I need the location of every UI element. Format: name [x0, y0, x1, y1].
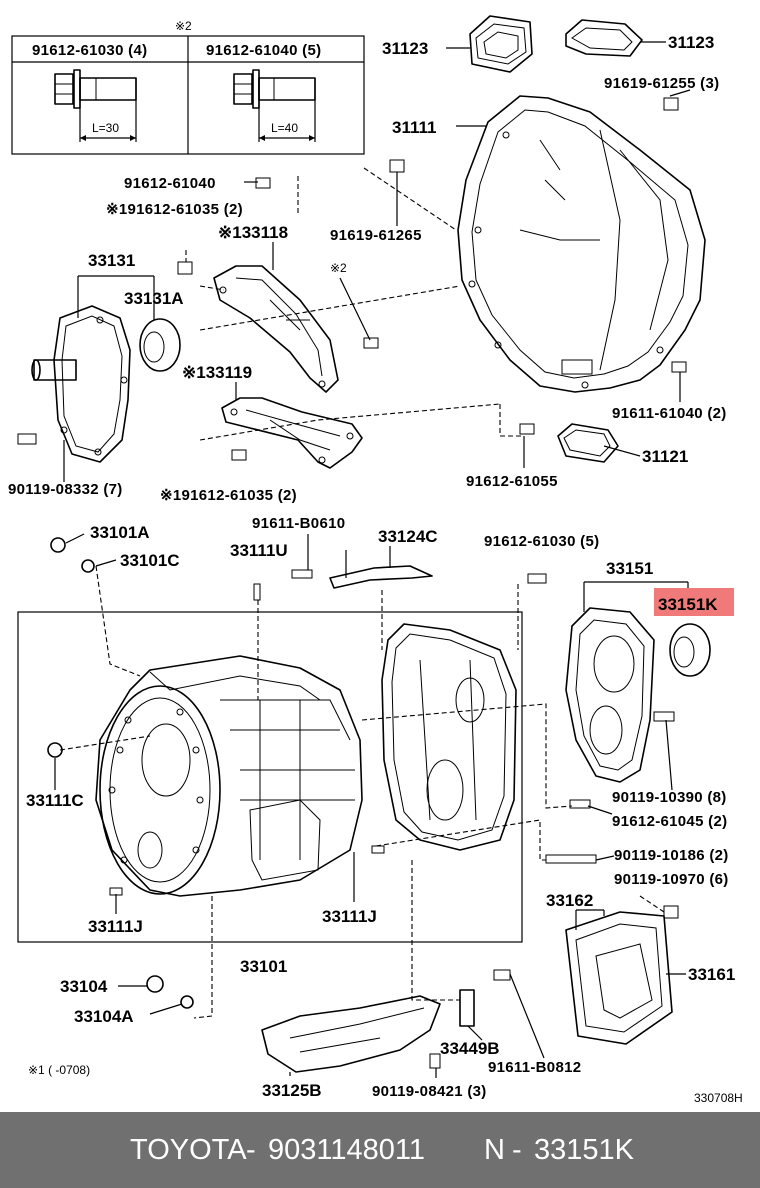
bolt-40-icon — [233, 69, 316, 142]
label-bolt-a: 91612-61030 (4) — [32, 42, 147, 59]
rear-cover-33151 — [565, 607, 655, 783]
label-diagram-code: 330708H — [694, 1091, 743, 1105]
footer-ref-prefix: N — [484, 1133, 505, 1166]
label-33449b: 33449B — [440, 1039, 500, 1058]
label-33101c: 33101C — [120, 551, 180, 570]
transmission-case-33101 — [95, 655, 363, 897]
label-33104: 33104 — [60, 977, 108, 996]
label-91612-61035a: ※191612-61035 (2) — [106, 201, 243, 218]
label-90119-10970: 90119-10970 (6) — [614, 871, 729, 888]
footer-sep-1: - — [238, 1133, 264, 1166]
label-33151k: 33151K — [658, 595, 718, 614]
label-31123b: 31123 — [668, 33, 714, 52]
label-31111: 31111 — [392, 118, 436, 137]
oil-seal-33151k — [669, 623, 711, 677]
footer-ref-code: 33151K — [534, 1133, 634, 1166]
footer-sep-2: - — [504, 1133, 530, 1166]
label-mark2: ※2 — [330, 261, 347, 275]
bolt-spec-table — [11, 35, 365, 155]
label-33118: ※133118 — [218, 223, 288, 242]
label-note-mark-top: ※2 — [175, 19, 192, 33]
label-31123a: 31123 — [382, 39, 428, 58]
label-len-a: L=30 — [92, 121, 119, 135]
case-group-frame — [17, 611, 523, 943]
label-90119-10390: 90119-10390 (8) — [612, 789, 727, 806]
cover-33125b — [261, 995, 441, 1073]
footer-part-number: 9031148011 — [268, 1133, 425, 1166]
label-91612-61035b: ※191612-61035 (2) — [160, 487, 297, 504]
parts-diagram: ※2 91612-61030 (4) 91612-61040 (5) L=30 … — [8, 15, 743, 1105]
extension-housing-33131 — [31, 305, 131, 463]
boot-31123-right — [565, 19, 643, 57]
highlight-33151k — [654, 588, 734, 616]
label-91612-61030: 91612-61030 (5) — [484, 533, 599, 550]
label-91612-61040: 91612-61040 — [124, 175, 216, 192]
label-33111u: 33111U — [230, 541, 288, 560]
label-33125b: 33125B — [262, 1081, 322, 1100]
label-33162: 33162 — [546, 891, 593, 910]
label-90119-08332: 90119-08332 (7) — [8, 481, 123, 498]
label-91612-61045: 91612-61045 (2) — [612, 813, 727, 830]
label-33104a: 33104A — [74, 1007, 134, 1026]
clutch-housing-31111 — [457, 95, 706, 393]
label-33124c: 33124C — [378, 527, 438, 546]
oil-seal-33131a — [139, 318, 181, 372]
label-91619-61265: 91619-61265 — [330, 227, 422, 244]
label-33131a: 33131A — [124, 289, 184, 308]
label-len-b: L=40 — [271, 121, 298, 135]
label-33111c: 33111C — [26, 791, 84, 810]
label-90119-10186: 90119-10186 (2) — [614, 847, 729, 864]
label-33151: 33151 — [606, 559, 653, 578]
label-91611-b0610: 91611-B0610 — [252, 515, 345, 532]
boot-31121 — [557, 423, 619, 463]
label-33111j-b: 33111J — [322, 907, 377, 926]
label-91612-61055: 91612-61055 — [466, 473, 558, 490]
label-90119-08421: 90119-08421 (3) — [372, 1083, 487, 1100]
lever-33124c — [329, 565, 433, 589]
label-91611-61040: 91611-61040 (2) — [612, 405, 727, 422]
label-33131: 33131 — [88, 251, 135, 270]
bolt-30-icon — [54, 69, 137, 142]
cover-33161 — [565, 911, 673, 1045]
intermediate-plate — [381, 623, 517, 851]
dashed-guides — [59, 167, 665, 1019]
label-91611-b0812: 91611-B0812 — [488, 1059, 581, 1076]
label-bolt-b: 91612-61040 (5) — [206, 42, 321, 59]
footer-brand: TOYOTA — [130, 1133, 247, 1166]
label-91619-61255: 91619-61255 (3) — [604, 75, 719, 92]
footer-bar: TOYOTA - 9031148011 N - 33151K — [0, 1112, 760, 1188]
label-note1: ※1 ( -0708) — [28, 1063, 90, 1077]
boot-31123-left — [469, 15, 533, 73]
label-33119: ※133119 — [182, 363, 252, 382]
bracket-33449b — [459, 989, 475, 1027]
label-31121: 31121 — [642, 447, 688, 466]
label-33101: 33101 — [240, 957, 287, 976]
label-33111j-a: 33111J — [88, 917, 143, 936]
label-33101a: 33101A — [90, 523, 150, 542]
label-33161: 33161 — [688, 965, 735, 984]
leader-lines — [54, 41, 691, 1078]
